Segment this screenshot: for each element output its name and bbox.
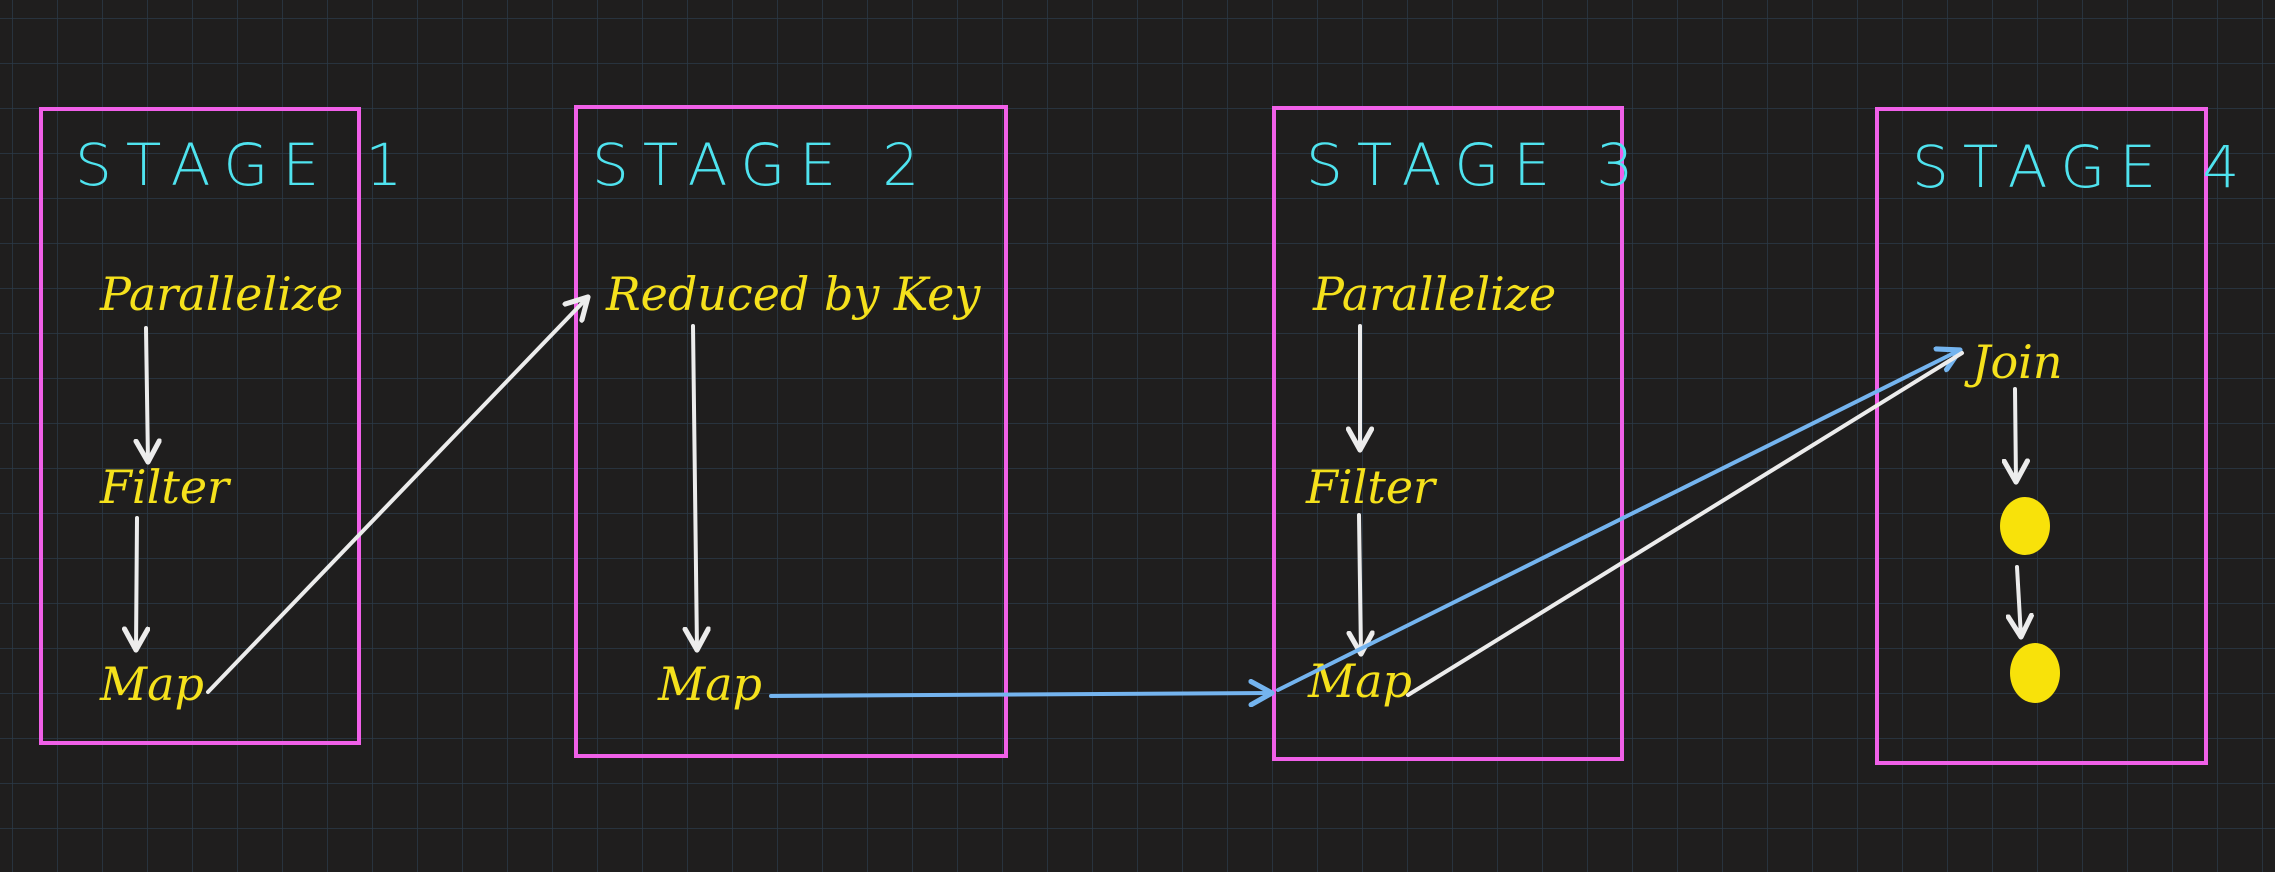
stage-3-node-filter: Filter — [1305, 460, 1438, 514]
arrow-s4-join-to-dot1 — [2015, 387, 2016, 482]
stage-4-title: STAGE 4 — [1912, 133, 2253, 201]
stage-3-box — [1272, 106, 1624, 761]
stage-3-node-parallelize: Parallelize — [1312, 267, 1556, 321]
stage-3-title: STAGE 3 — [1306, 131, 1647, 199]
stage-4-node-join: Join — [1964, 335, 2062, 389]
stage-1-node-parallelize: Parallelize — [99, 267, 343, 321]
arrow-s3-filter-to-map — [1359, 513, 1361, 654]
arrow-s1-map-to-s2-reduced — [206, 297, 588, 694]
arrow-s2-reduced-to-map — [693, 324, 697, 650]
stage-3: STAGE 3 Parallelize Filter Map — [1272, 106, 1647, 761]
stage-2-node-map: Map — [657, 657, 762, 711]
stage-2: STAGE 2 Reduced by Key Map — [574, 105, 1008, 758]
stage-1: STAGE 1 Parallelize Filter Map — [39, 107, 416, 745]
stage-4-box — [1875, 107, 2208, 765]
arrow-s2-map-to-s3-map — [769, 693, 1272, 696]
stage-2-box — [574, 105, 1008, 758]
arrow-s4-dot1-to-dot2 — [2017, 565, 2021, 637]
stage-1-box — [39, 107, 361, 745]
stage-4-node-dot-1 — [2000, 497, 2050, 555]
stage-4-node-dot-2 — [2010, 643, 2060, 703]
arrow-s3-map-to-s4-join-white — [1406, 351, 1964, 697]
arrow-s1-filter-to-map — [136, 516, 137, 650]
stage-1-node-filter: Filter — [99, 460, 232, 514]
stage-3-node-map: Map — [1307, 654, 1412, 708]
stage-1-title: STAGE 1 — [75, 131, 416, 199]
arrow-s1-parallelize-to-filter — [146, 326, 148, 462]
stage-1-node-map: Map — [99, 657, 204, 711]
stage-2-title: STAGE 2 — [592, 131, 933, 199]
stage-4: STAGE 4 Join — [1875, 107, 2253, 765]
stage-2-node-reduced-by-key: Reduced by Key — [605, 267, 981, 321]
arrow-s3-map-to-s4-join-blue — [1276, 350, 1960, 692]
